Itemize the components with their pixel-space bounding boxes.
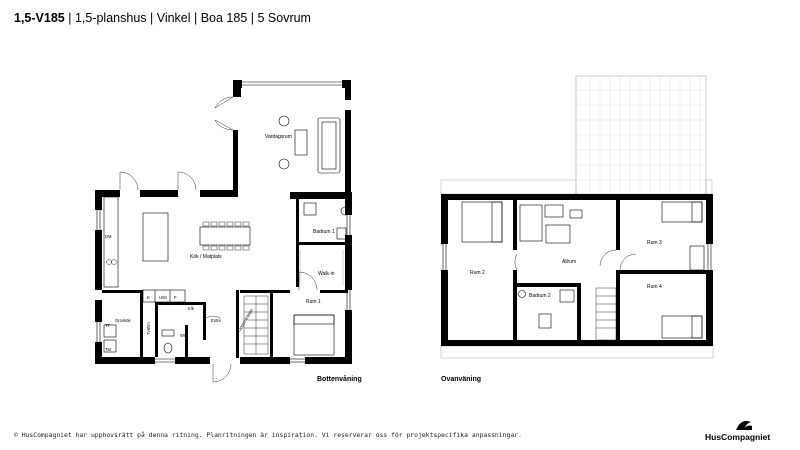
sofa [317, 117, 341, 174]
wall [240, 290, 290, 293]
wall [270, 290, 273, 358]
room-label-badrum1: Badrum 1 [313, 229, 335, 235]
wall [140, 290, 143, 358]
plan-subtitle: | 1,5-planshus | Vinkel | Boa 185 | 5 So… [68, 11, 311, 25]
room-label-entre: Entré [211, 318, 222, 323]
bed [661, 201, 703, 223]
room-label-tvattm: Tvättm [146, 322, 151, 335]
bed [461, 201, 503, 243]
wall [155, 302, 158, 357]
label-dm: DM [105, 234, 112, 239]
room-label-klk: Klk [188, 306, 195, 311]
wall [706, 194, 713, 244]
wall [441, 194, 713, 200]
label-tm: TM [105, 347, 112, 352]
wall [513, 270, 517, 340]
floor-label-upper: Ovanväning [441, 376, 481, 383]
room-label-wc: WC [180, 333, 187, 338]
wall [95, 190, 102, 210]
wall [345, 195, 352, 215]
room-label-rum1: Rum 1 [306, 299, 321, 305]
brand-name: HusCompagniet [705, 432, 771, 442]
kitchen-island [142, 212, 169, 262]
wall [95, 300, 102, 322]
floor-label-ground: Bottenvåning [317, 375, 362, 383]
wall [345, 110, 351, 195]
label-tt: TT [105, 323, 111, 328]
ground-floor-plan: Vardagsrum Kök / Matplats Badrum 1 Walk-… [95, 80, 362, 383]
wall [305, 357, 352, 364]
wall [441, 270, 448, 346]
upper-floor-plan: Rum 2 Allrum Rum 3 Rum 4 Badrum 2 Ovanvä… [440, 75, 714, 383]
wall [95, 230, 102, 290]
wall [95, 357, 155, 364]
house-roof-icon [736, 421, 752, 430]
room-label-walkin: Walk-in [318, 271, 335, 277]
sofa [519, 204, 543, 242]
label-um: U/M [159, 295, 167, 300]
room-label-rum4: Rum 4 [647, 284, 662, 290]
wall [290, 192, 352, 199]
staircase [595, 287, 617, 341]
room-label-badrum2: Badrum 2 [529, 293, 551, 299]
label-k: K [147, 295, 150, 300]
wall [203, 302, 206, 340]
staircase [243, 295, 269, 355]
wall [155, 302, 205, 305]
wall [240, 357, 290, 364]
wall [616, 200, 620, 250]
wall [441, 340, 713, 346]
wall [233, 80, 241, 97]
wall [95, 342, 102, 364]
wall [102, 290, 142, 293]
wall [441, 194, 448, 244]
room-label-kok: Kök / Matplats [190, 254, 222, 260]
wall [620, 270, 706, 274]
company-logo: HusCompagniet [705, 414, 777, 444]
wall [577, 283, 581, 340]
room-label-rum2: Rum 2 [470, 270, 485, 276]
wall [345, 310, 352, 364]
wall [320, 290, 348, 293]
bed [661, 315, 703, 339]
label-f: F [174, 295, 177, 300]
wall [140, 190, 178, 197]
coffee-table [294, 129, 308, 156]
wall [296, 242, 348, 245]
wall [95, 190, 120, 197]
dining-table [199, 226, 251, 246]
page-title: 1,5-V185 | 1,5-planshus | Vinkel | Boa 1… [14, 11, 311, 25]
wall [616, 270, 620, 340]
wall [517, 283, 579, 287]
wall [236, 290, 239, 358]
wall [233, 80, 242, 88]
wall [175, 357, 210, 364]
room-label-groventre: Grovkök [115, 318, 131, 323]
room-label-vardagsrum: Vardagsrum [265, 134, 292, 140]
wall [185, 325, 188, 358]
wall [345, 235, 352, 290]
room-label-rum3: Rum 3 [647, 240, 662, 246]
wall [233, 130, 238, 193]
bed [293, 314, 335, 356]
room-label-allrum: Allrum [562, 259, 576, 265]
wall [200, 190, 238, 197]
wall [513, 200, 517, 250]
copyright-notice: © HusCompagniet har upphovsrätt på denna… [14, 431, 522, 439]
plan-code: 1,5-V185 [14, 11, 65, 25]
wall [706, 270, 713, 346]
wall [345, 80, 351, 100]
